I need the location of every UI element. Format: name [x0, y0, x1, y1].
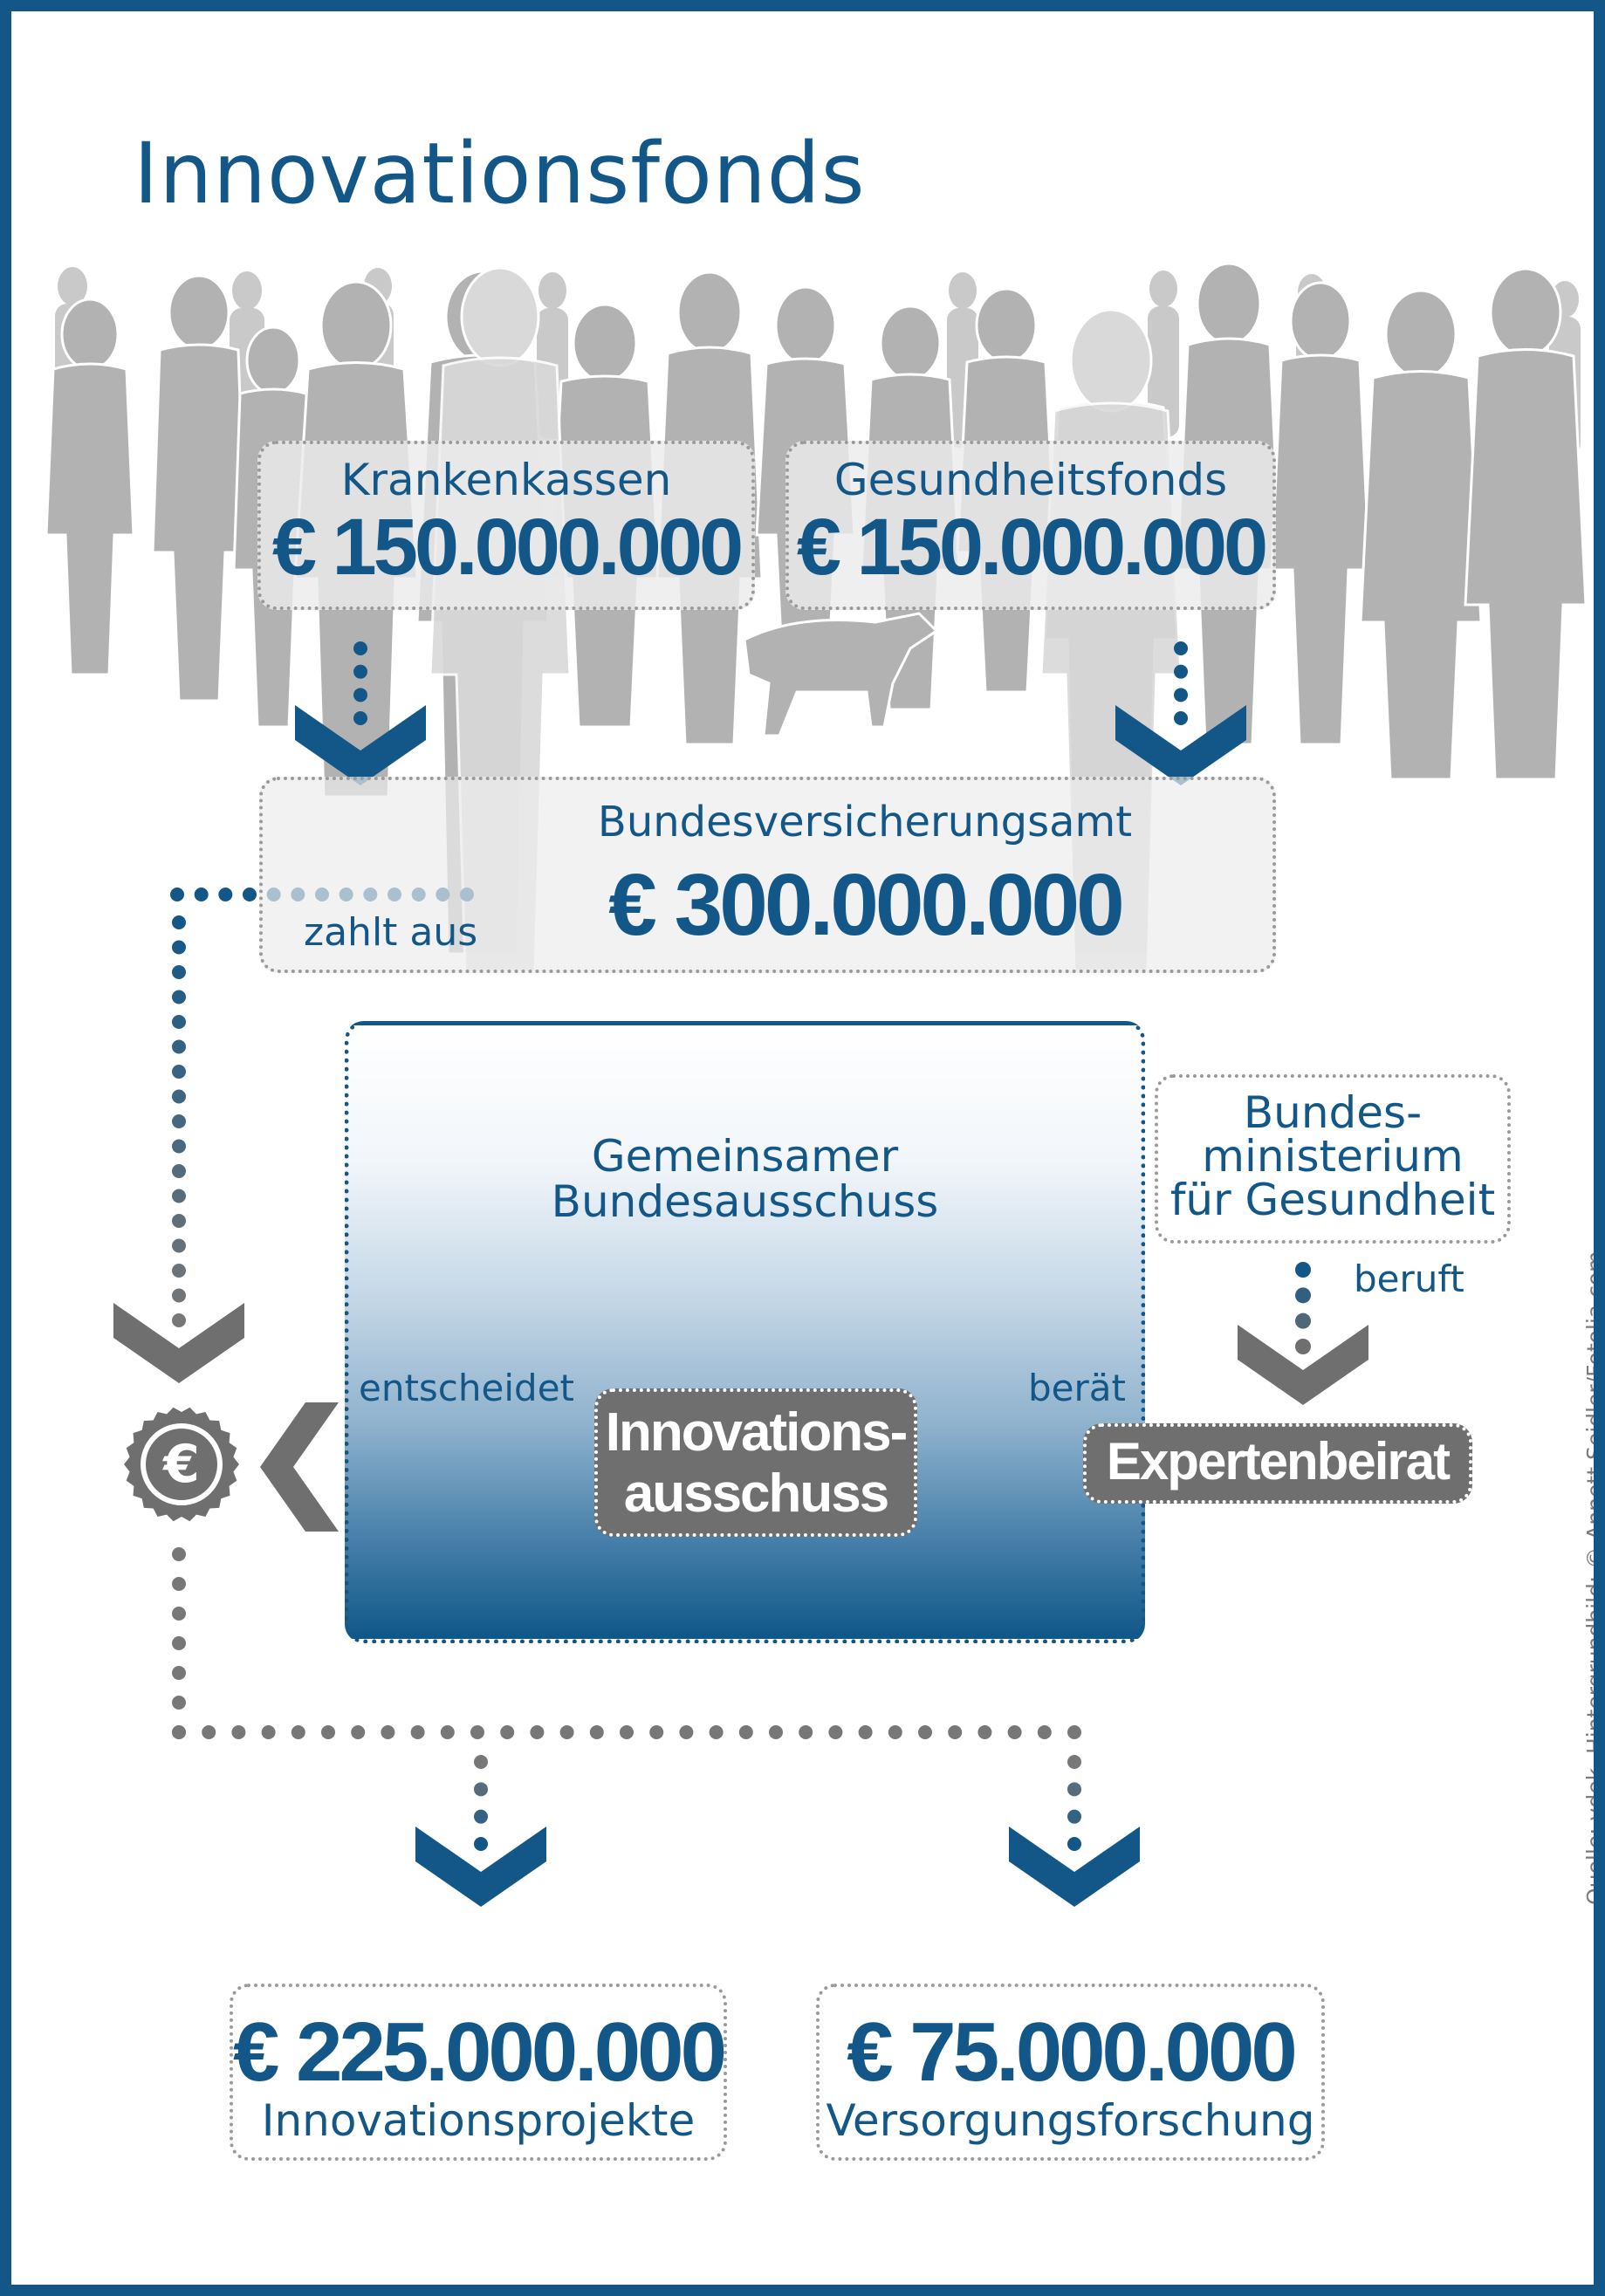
edge-label-beraet: berät — [1028, 1367, 1126, 1409]
source-amount-gesundheitsfonds: € 150.000.000 — [796, 503, 1268, 592]
label-gba-line1: Gemeinsamer — [591, 1131, 899, 1182]
edge-label-entscheidet: entscheidet — [359, 1367, 574, 1409]
output-box-innovationsprojekte: € 225.000.000 Innovationsprojekte — [230, 1984, 727, 2161]
label-ministry-line2: ministerium — [1202, 1131, 1464, 1182]
output-amount-versorgungsforschung: € 75.000.000 — [847, 2005, 1298, 2099]
silhouette-person-2 — [151, 274, 247, 703]
label-expertenbeirat: Expertenbeirat — [1106, 1432, 1451, 1491]
box-innovationsausschuss: Innovations- ausschuss — [594, 1388, 917, 1537]
arrow-down-to-euro — [113, 1303, 244, 1383]
arrow-down-gesundheitsfonds — [1115, 705, 1246, 785]
box-bundesversicherungsamt: Bundesversicherungsamt € 300.000.000 — [259, 777, 1276, 973]
box-expertenbeirat: Expertenbeirat — [1083, 1423, 1472, 1504]
dots-to-versorgungsforschung — [1067, 1755, 1081, 1851]
euro-seal-shape — [124, 1407, 239, 1522]
output-label-innovationsprojekte: Innovationsprojekte — [261, 2095, 696, 2146]
output-amount-innovationsprojekte: € 225.000.000 — [233, 2005, 727, 2099]
source-box-krankenkassen: Krankenkassen € 150.000.000 — [257, 441, 755, 610]
dots-to-innovationsprojekte — [474, 1755, 488, 1851]
silhouette-person-15 — [1464, 267, 1588, 781]
source-box-gesundheitsfonds: Gesundheitsfonds € 150.000.000 — [785, 441, 1276, 610]
label-bundesversicherungsamt: Bundesversicherungsamt — [597, 798, 1133, 846]
silhouette-person-14 — [1359, 289, 1483, 781]
source-label-krankenkassen: Krankenkassen — [340, 455, 672, 505]
dots-euro-down — [172, 1547, 186, 1739]
source-label-gesundheitsfonds: Gesundheitsfonds — [833, 455, 1228, 505]
silhouette-person-1 — [45, 298, 135, 676]
edge-label-beruft: beruft — [1354, 1258, 1464, 1300]
output-box-versorgungsforschung: € 75.000.000 Versorgungsforschung — [816, 1984, 1325, 2161]
box-gemeinsamer-bundesausschuss — [345, 1021, 1145, 1643]
amount-bundesversicherungsamt: € 300.000.000 — [608, 856, 1125, 954]
euro-glyph: € — [163, 1434, 200, 1495]
arrow-down-innovationsprojekte — [415, 1827, 546, 1907]
source-credit: Quelle: vdek, Hintergrundbild: © Annett … — [1582, 1251, 1605, 1905]
label-ministry-line3: für Gesundheit — [1169, 1175, 1496, 1225]
arrow-down-expertenbeirat — [1238, 1325, 1368, 1405]
dots-zahlt-aus-vertical — [172, 915, 186, 1327]
dots-krankenkassen — [353, 641, 367, 725]
dots-distribution — [172, 1725, 1081, 1739]
source-amount-krankenkassen: € 150.000.000 — [271, 503, 744, 592]
dots-gesundheitsfonds — [1174, 641, 1188, 725]
label-innovationsausschuss-line1: Innovations- — [605, 1402, 909, 1463]
label-gba-line2: Bundesausschuss — [551, 1176, 939, 1227]
dots-beruft — [1295, 1262, 1311, 1354]
edge-label-zahlt-aus: zahlt aus — [304, 910, 478, 955]
page-title: Innovationsfonds — [134, 125, 866, 223]
label-innovationsausschuss-line2: ausschuss — [623, 1463, 890, 1524]
arrow-left-euro — [260, 1402, 339, 1532]
silhouette-dog — [743, 612, 939, 737]
label-ministry-line1: Bundes- — [1243, 1087, 1423, 1138]
arrow-down-krankenkassen — [295, 705, 426, 785]
output-label-versorgungsforschung: Versorgungsforschung — [826, 2095, 1315, 2146]
silhouette-person-13 — [1270, 281, 1371, 746]
euro-icon: € — [123, 1406, 240, 1523]
box-bundesministerium-fuer-gesundheit: Bundes- ministerium für Gesundheit — [1155, 1074, 1511, 1244]
arrow-down-versorgungsforschung — [1009, 1827, 1140, 1907]
